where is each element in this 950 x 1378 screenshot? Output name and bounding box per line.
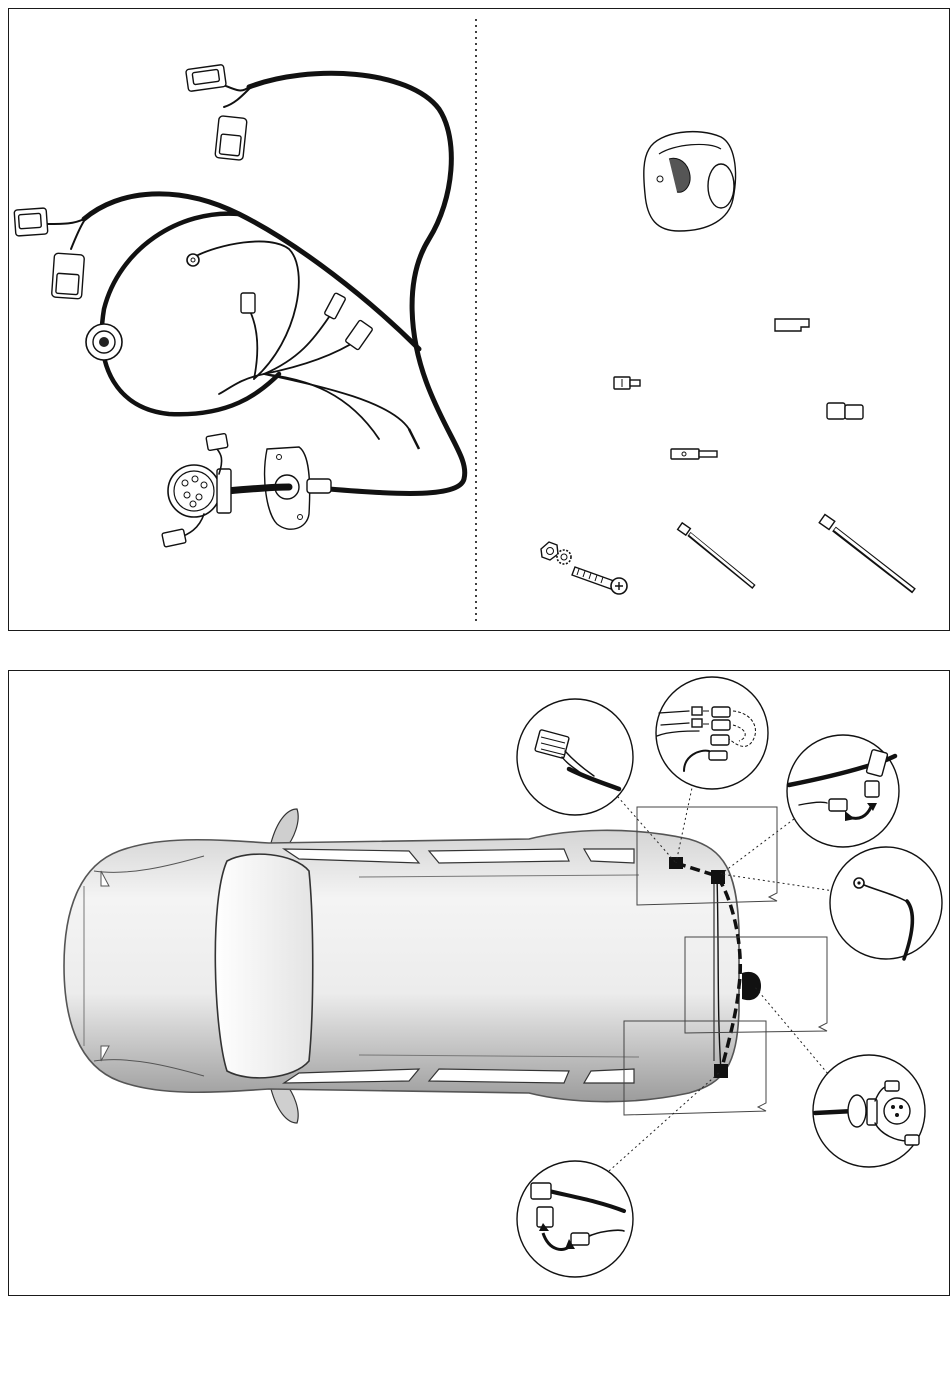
flat-terminal: [671, 449, 717, 459]
detail-connector-plug-in-lower: [517, 1161, 633, 1277]
ring-terminal-icon: [187, 254, 199, 266]
vehicle-body: [64, 830, 739, 1101]
detail-multi-pin-connector: [517, 699, 633, 815]
spade-connectors: [241, 293, 419, 449]
connector-housing-double: [827, 403, 863, 419]
cable-tie-long: [819, 514, 914, 591]
spade-terminal-icon: [614, 377, 640, 389]
ring-terminal: [187, 254, 199, 266]
spade-connector-icon: [241, 293, 419, 449]
parts-illustration: [9, 9, 950, 632]
cable-tie-short: [678, 523, 754, 587]
detail-connector-plug-in-upper: [787, 735, 899, 847]
connector-pair-icon: [14, 208, 84, 299]
socket-cover-icon: [644, 132, 736, 231]
wiring-harness: [84, 73, 465, 493]
vehicle-top-view: [64, 809, 739, 1123]
connector-pair-icon: [186, 64, 249, 160]
connection-point-upper-right: [711, 870, 725, 884]
cable-tie-icon: [678, 523, 754, 587]
installation-diagram-panel: [8, 670, 950, 1296]
vehicle-connector-pair-upper: [186, 64, 249, 160]
parts-overview-panel: [8, 8, 950, 631]
cable-tie-icon: [819, 514, 914, 591]
screw-icon: [541, 542, 627, 594]
connector-housing-icon: [775, 319, 809, 331]
socket-assembly-with-mounting-plate: [162, 433, 331, 547]
connector-housing-small: [775, 319, 809, 331]
screw-nut-washer: [541, 542, 627, 594]
connector-housing-icon: [827, 403, 863, 419]
detail-ground-ring-terminal: [830, 847, 942, 959]
grommet: [86, 324, 122, 360]
detail-splice-connections: [656, 677, 768, 789]
installation-illustration: [9, 671, 950, 1297]
vehicle-connector-pair-left: [14, 208, 84, 299]
spade-terminal-male: [614, 377, 640, 389]
detail-socket-mounting: [813, 1055, 925, 1167]
windshield: [215, 854, 312, 1078]
flat-terminal-icon: [671, 449, 717, 459]
trailer-socket-icon: [162, 433, 331, 547]
socket-position: [742, 972, 761, 1000]
socket-cover: [644, 132, 736, 231]
grommet-icon: [86, 324, 122, 360]
